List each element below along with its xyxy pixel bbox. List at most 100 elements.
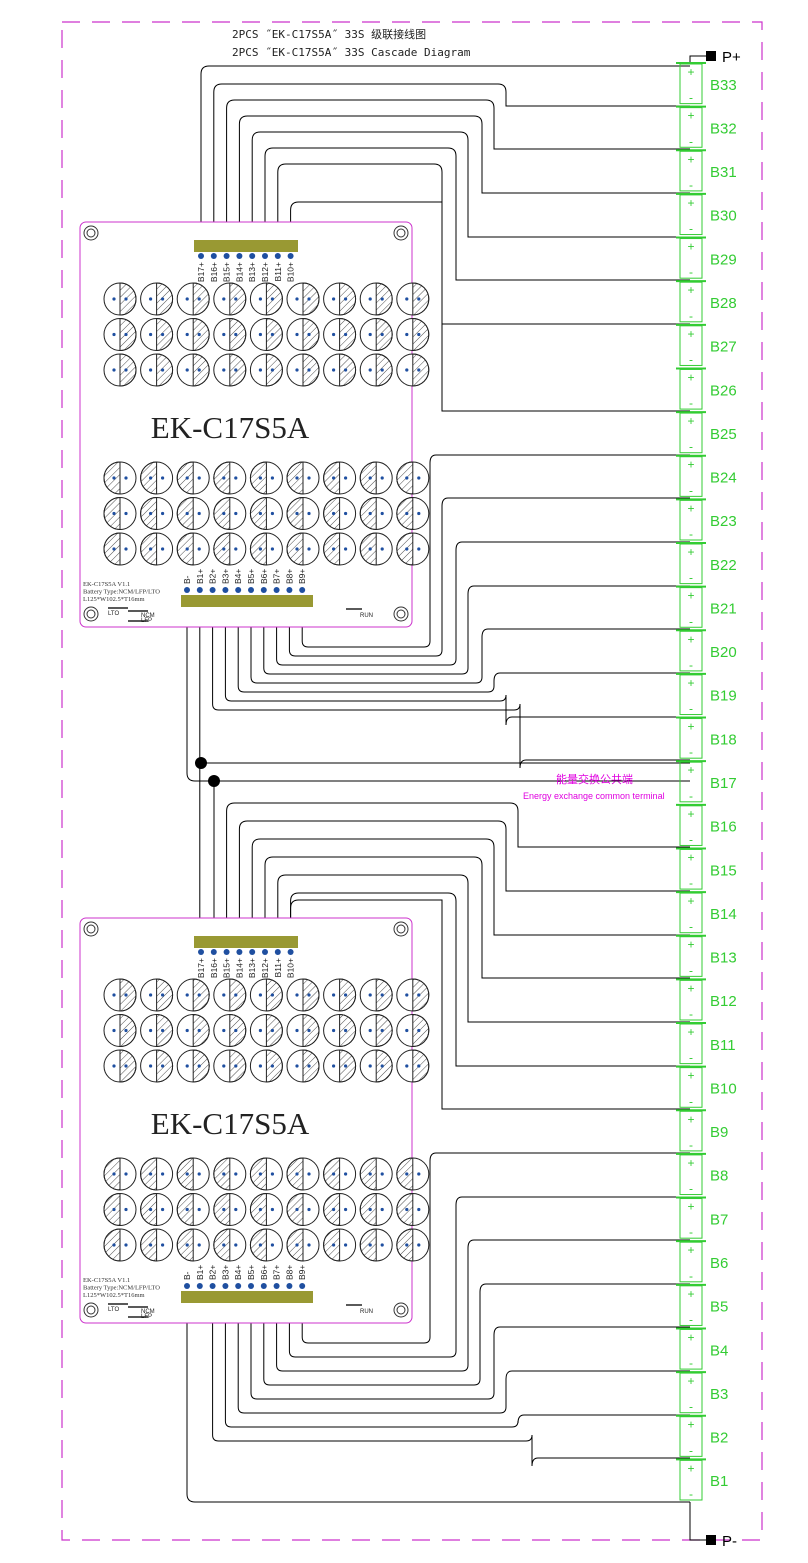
cell-plus-sign: + (687, 807, 694, 821)
pin-label: B5+ (246, 569, 256, 584)
capacitor (359, 1049, 393, 1083)
pin (286, 587, 293, 593)
wire (238, 115, 690, 236)
capacitor (176, 1228, 210, 1262)
cell-minus-sign: - (689, 963, 693, 977)
capacitor (286, 532, 320, 566)
pin (209, 1283, 216, 1289)
mounting-hole-inner (396, 228, 406, 238)
cell-plus-sign: + (687, 1156, 694, 1170)
cell-label: B26 (710, 382, 737, 399)
pin-label: B6+ (259, 1265, 269, 1280)
wire (237, 605, 690, 693)
cell-plus-sign: + (687, 458, 694, 472)
battery-cell: +-B23 (676, 498, 737, 541)
top-connector (194, 936, 298, 948)
cell-minus-sign: - (689, 1094, 693, 1108)
cell-label: B20 (710, 644, 737, 661)
capacitor (323, 1049, 357, 1083)
header-title-en: 2PCS ˝EK-C17S5A˝ 33S Cascade Diagram (232, 46, 471, 59)
capacitor (323, 532, 357, 566)
cell-minus-sign: - (689, 309, 693, 323)
pin (235, 1283, 242, 1289)
capacitor (103, 532, 137, 566)
cell-label: B18 (710, 731, 737, 748)
cell-minus-sign: - (689, 1487, 693, 1501)
mounting-hole (393, 921, 409, 937)
battery-cell: +-B1 (676, 1458, 728, 1501)
cell-minus-sign: - (689, 1182, 693, 1196)
bottom-connector (181, 1291, 313, 1303)
capacitor (140, 1228, 174, 1262)
capacitor (249, 978, 283, 1012)
capacitor (323, 1192, 357, 1227)
capacitor (176, 532, 210, 566)
pin-label: B3+ (220, 569, 230, 584)
jumper-label: LTO (108, 1307, 119, 1313)
pin (273, 1283, 280, 1289)
capacitor (323, 461, 357, 495)
battery-cell: +-B33 (676, 62, 737, 105)
pin-label: B4+ (233, 569, 243, 584)
pin (248, 1283, 254, 1289)
pin-label: B13+ (247, 262, 257, 282)
capacitor (103, 1049, 137, 1083)
capacitor (213, 1049, 247, 1083)
battery-cell: +-B9 (676, 1109, 728, 1152)
cell-label: B10 (710, 1080, 737, 1097)
run-label: RUN (360, 613, 373, 619)
cell-minus-sign: - (689, 1443, 693, 1457)
capacitor (396, 353, 430, 387)
cell-label: B13 (710, 950, 737, 967)
wire (250, 1301, 690, 1400)
capacitor (359, 978, 393, 1012)
cell-plus-sign: + (687, 632, 694, 646)
capacitor (286, 1157, 320, 1191)
battery-cell: +-B26 (676, 367, 737, 410)
mounting-hole-inner (86, 228, 96, 238)
pin-label: B14+ (234, 958, 244, 978)
capacitor (286, 317, 320, 352)
cell-plus-sign: + (687, 589, 694, 603)
mounting-hole (83, 1302, 99, 1318)
cell-minus-sign: - (689, 789, 693, 803)
cell-label: B25 (710, 426, 737, 443)
battery-cell: +-B24 (676, 454, 737, 497)
capacitor (249, 282, 283, 316)
cell-plus-sign: + (687, 938, 694, 952)
pin-label: B1+ (195, 1265, 205, 1280)
pin-label: B13+ (247, 958, 257, 978)
bms-board: EK-C17S5AB17+B16+B15+B14+B13+B12+B11+B10… (79, 917, 430, 1324)
cell-label: B16 (710, 819, 737, 836)
wires (186, 65, 690, 1503)
battery-cell: +-B32 (676, 105, 737, 148)
cell-label: B19 (710, 688, 737, 705)
board-info: EK-C17S5A V1.1 (83, 581, 130, 588)
capacitor (286, 1192, 320, 1227)
capacitor (213, 532, 247, 566)
cell-label: B17 (710, 775, 737, 792)
capacitor (323, 1013, 357, 1048)
cell-minus-sign: - (689, 614, 693, 628)
cell-label: B2 (710, 1430, 728, 1447)
cell-minus-sign: - (689, 222, 693, 236)
mounting-hole-inner (86, 924, 96, 934)
cell-minus-sign: - (689, 745, 693, 759)
cell-minus-sign: - (689, 91, 693, 105)
capacitor (249, 532, 283, 566)
battery-cells: +-B33+-B32+-B31+-B30+-B29+-B28+-B27+-B26… (676, 62, 737, 1501)
capacitor (103, 461, 137, 495)
capacitor (323, 1157, 357, 1191)
capacitor (286, 978, 320, 1012)
wire (290, 892, 690, 1067)
pin (249, 253, 256, 259)
cell-plus-sign: + (687, 981, 694, 995)
board-info: L125*W102.5*T16mm (83, 596, 145, 603)
wire (277, 874, 690, 1023)
pin-label: B11+ (273, 958, 283, 977)
jumper-label: NCM (141, 1309, 155, 1315)
cell-label: B32 (710, 120, 737, 137)
cell-plus-sign: + (687, 370, 694, 384)
pin-label: B16+ (209, 958, 219, 978)
